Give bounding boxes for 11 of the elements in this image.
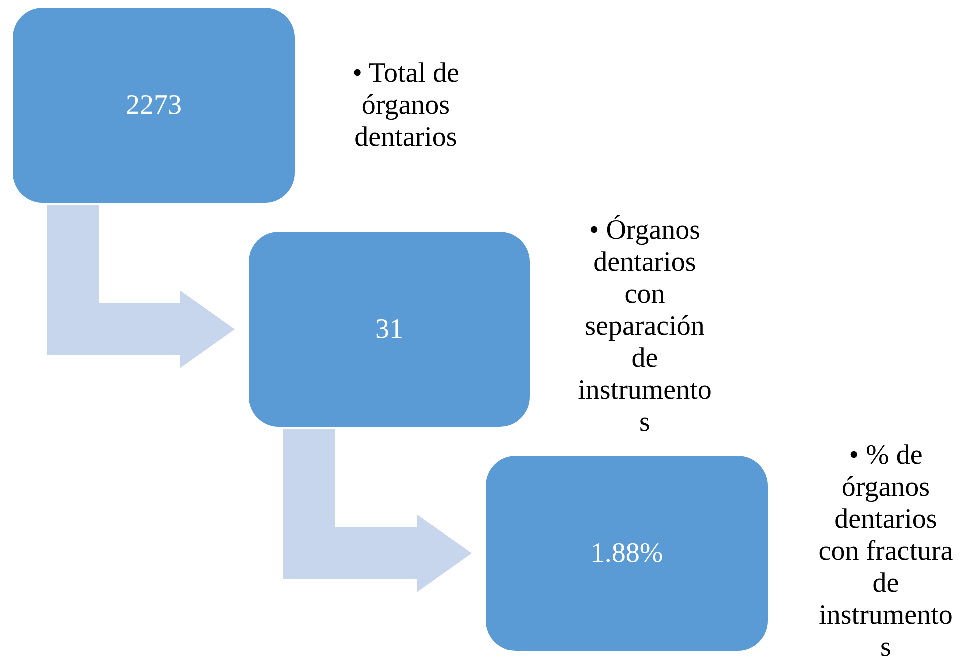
block-arrow — [47, 205, 235, 368]
process-box — [249, 232, 530, 427]
block-arrow — [283, 429, 472, 592]
node-value: 2273 — [126, 90, 182, 122]
bullet-text: • Órganos dentarios con separación de instrumentos — [577, 215, 713, 439]
process-box — [13, 8, 295, 203]
bullet-text: • % de órganos dentarios con fractura de instrumentos — [818, 440, 954, 664]
node-value: 1.88% — [590, 538, 664, 570]
process-box — [486, 456, 768, 651]
bullet-text: • Total de órganos dentarios — [352, 58, 460, 154]
node-value: 31 — [376, 314, 404, 346]
